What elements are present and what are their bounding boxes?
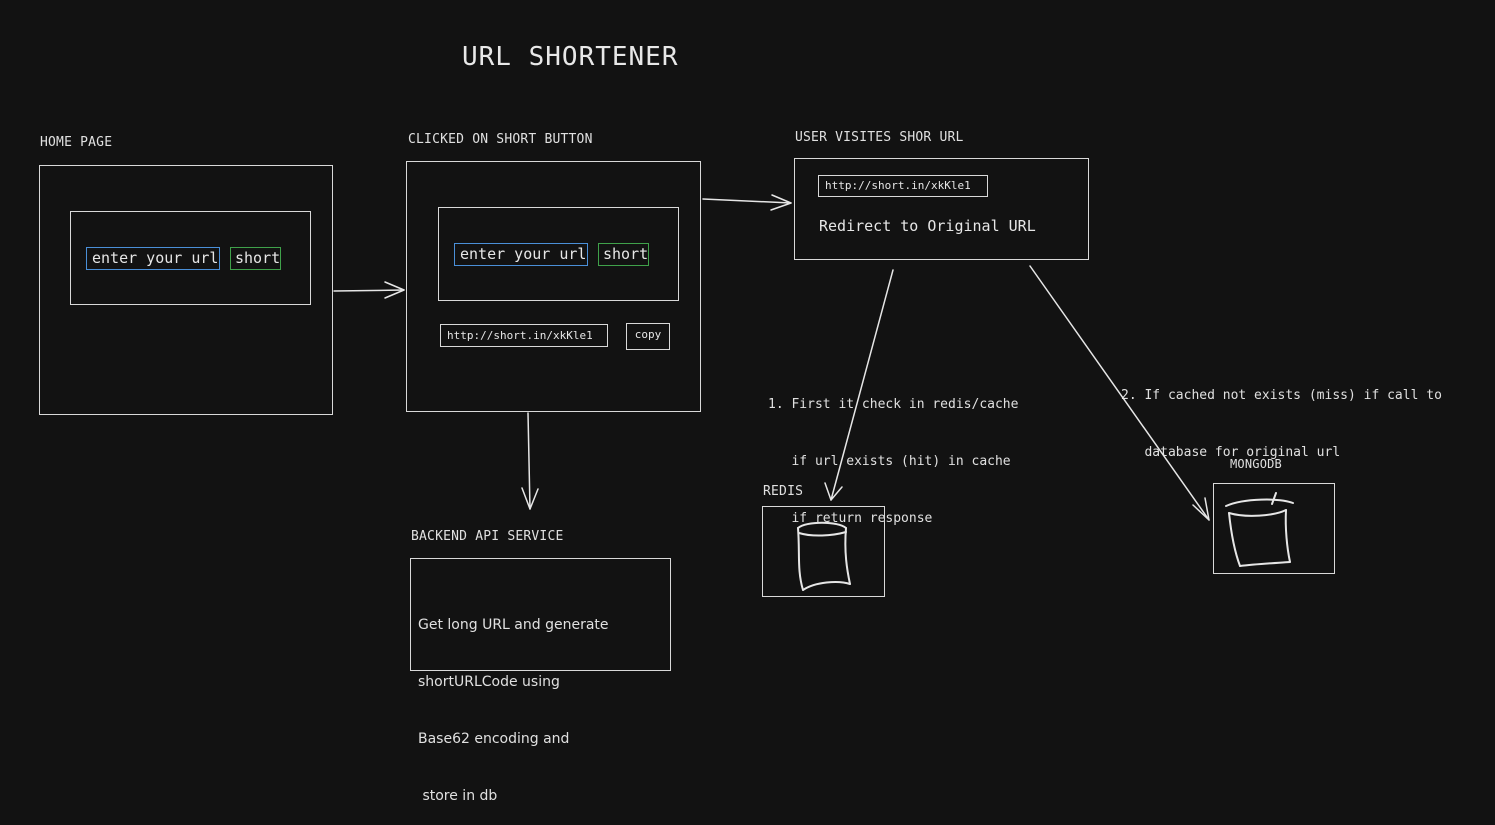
generated-short-url[interactable]: http://short.in/xkKle1: [440, 324, 608, 347]
diagram-title: URL SHORTENER: [462, 42, 679, 72]
visit-page-frame: [794, 158, 1089, 260]
clicked-label: CLICKED ON SHORT BUTTON: [408, 132, 593, 147]
home-url-input[interactable]: enter your url: [86, 247, 220, 270]
arrow-clicked-to-visit: [702, 194, 792, 211]
backend-description: Get long URL and generate shortURLCode u…: [418, 578, 609, 825]
backend-label: BACKEND API SERVICE: [411, 529, 564, 544]
cache-note-line-2: if url exists (hit) in cache: [768, 454, 1011, 469]
mongodb-label: MONGODB: [1230, 457, 1282, 471]
redirect-text: Redirect to Original URL: [819, 217, 1036, 235]
clicked-short-button[interactable]: short: [598, 243, 649, 266]
arrow-home-to-clicked: [333, 281, 405, 299]
clicked-url-input[interactable]: enter your url: [454, 243, 588, 266]
clicked-page-frame: [406, 161, 701, 412]
cache-note-line-1: 1. First it check in redis/cache: [768, 397, 1019, 412]
backend-box: [410, 558, 671, 671]
backend-line-2: shortURLCode using: [418, 674, 560, 690]
backend-line-4: store in db: [418, 788, 498, 804]
home-page-label: HOME PAGE: [40, 135, 113, 150]
mongodb-box: [1213, 483, 1335, 574]
redis-box: [762, 506, 885, 597]
backend-line-3: Base62 encoding and: [418, 731, 570, 747]
visited-short-url[interactable]: http://short.in/xkKle1: [818, 175, 988, 197]
db-note-line-1: 2. If cached not exists (miss) if call t…: [1121, 388, 1442, 403]
redis-label: REDIS: [763, 484, 804, 499]
visit-label: USER VISITES SHOR URL: [795, 130, 964, 145]
backend-line-1: Get long URL and generate: [418, 617, 609, 633]
home-page-frame: [39, 165, 333, 415]
arrow-clicked-to-backend: [521, 412, 539, 510]
clicked-form-box: [438, 207, 679, 301]
copy-button[interactable]: copy: [626, 323, 670, 350]
home-form-box: [70, 211, 311, 305]
home-short-button[interactable]: short: [230, 247, 281, 270]
